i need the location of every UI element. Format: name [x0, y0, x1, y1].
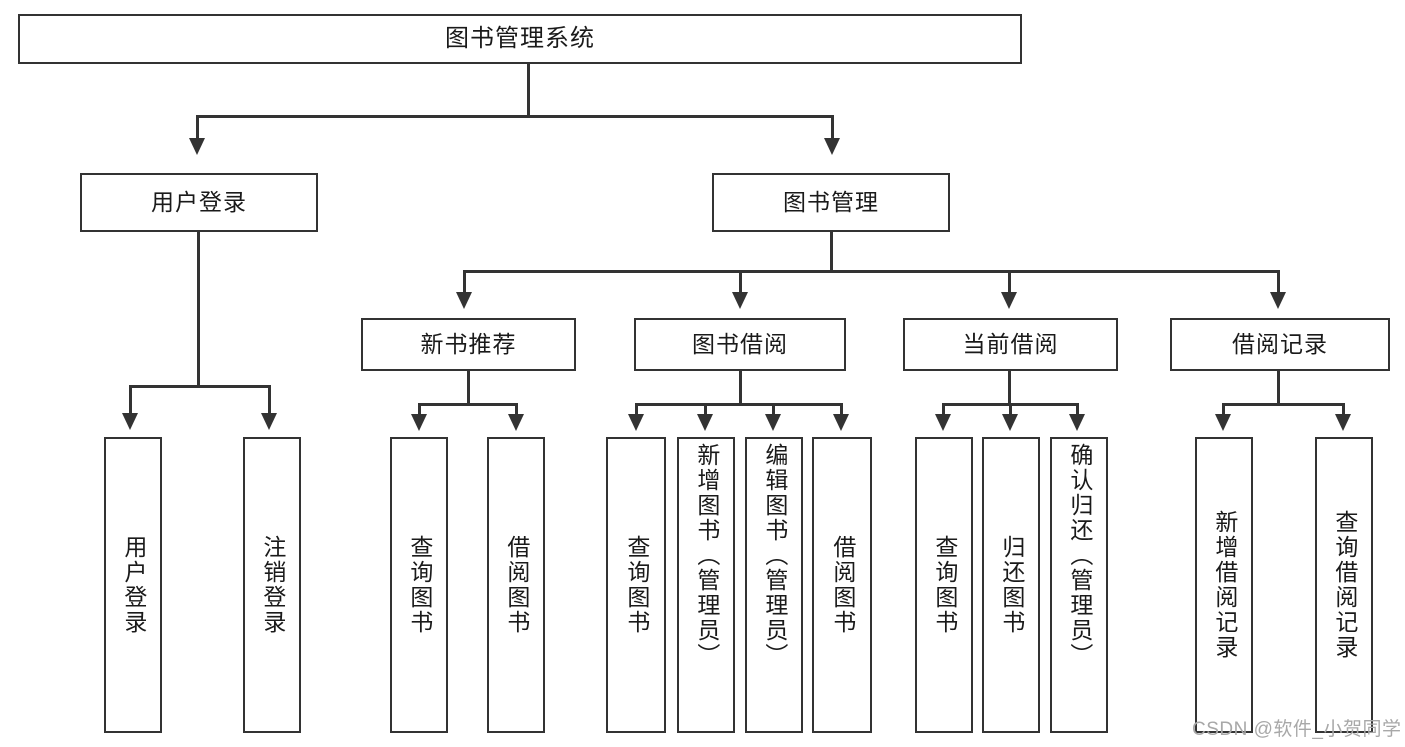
node-book-borrow[interactable]: 图书借阅	[634, 318, 846, 371]
arrow-to-leaf-query-book-2	[628, 414, 644, 431]
leaf-query-book-current[interactable]: 查询图书	[915, 437, 973, 733]
arrow-to-book-borrow	[732, 292, 748, 309]
leaf-user-login[interactable]: 用户登录	[104, 437, 162, 733]
node-borrow-record[interactable]: 借阅记录	[1170, 318, 1390, 371]
leaf-label: 查询借阅记录	[1331, 510, 1358, 660]
connector-borrow-record-right	[1342, 403, 1345, 417]
arrow-to-leaf-user-login	[122, 413, 138, 430]
node-root-system[interactable]: 图书管理系统	[18, 14, 1022, 64]
arrow-to-leaf-edit-book	[765, 414, 781, 431]
leaf-label: 查询图书	[931, 535, 958, 635]
connector-root-bus	[196, 115, 833, 118]
leaf-label: 确认归还（管理员）	[1066, 443, 1093, 668]
connector-current-borrow-stem	[1008, 371, 1011, 405]
arrow-to-leaf-query-book-3	[935, 414, 951, 431]
leaf-return-book[interactable]: 归还图书	[982, 437, 1040, 733]
connector-book-borrow-c2	[704, 403, 707, 417]
node-label: 图书借阅	[692, 330, 788, 357]
arrow-to-borrow-record	[1270, 292, 1286, 309]
leaf-label: 借阅图书	[503, 535, 530, 635]
node-label: 新书推荐	[420, 330, 517, 357]
arrow-to-leaf-add-record	[1215, 414, 1231, 431]
connector-user-login-stem	[197, 232, 200, 387]
connector-book-mgmt-stem	[830, 232, 833, 272]
node-user-login[interactable]: 用户登录	[80, 173, 318, 232]
connector-root-to-user-login	[196, 115, 199, 143]
leaf-query-book-recommend[interactable]: 查询图书	[390, 437, 448, 733]
leaf-label: 编辑图书（管理员）	[761, 443, 788, 668]
connector-book-mgmt-bus	[463, 270, 1277, 273]
connector-to-borrow-record	[1277, 270, 1280, 295]
connector-borrow-record-stem	[1277, 371, 1280, 405]
leaf-label: 查询图书	[623, 535, 650, 635]
arrow-to-leaf-borrow-book-2	[833, 414, 849, 431]
connector-book-borrow-c3	[772, 403, 775, 417]
leaf-logout[interactable]: 注销登录	[243, 437, 301, 733]
connector-new-book-right	[515, 403, 518, 417]
connector-to-current-borrow	[1008, 270, 1011, 295]
leaf-label: 归还图书	[998, 535, 1025, 635]
leaf-add-borrow-record[interactable]: 新增借阅记录	[1195, 437, 1253, 733]
arrow-to-leaf-add-book	[697, 414, 713, 431]
node-current-borrow[interactable]: 当前借阅	[903, 318, 1118, 371]
arrow-to-leaf-return-book	[1002, 414, 1018, 431]
connector-new-book-stem	[467, 371, 470, 405]
leaf-label: 注销登录	[259, 535, 286, 635]
leaf-edit-book-admin[interactable]: 编辑图书（管理员）	[745, 437, 803, 733]
connector-user-login-bus	[129, 385, 268, 388]
connector-new-book-left	[418, 403, 421, 417]
leaf-label: 借阅图书	[829, 535, 856, 635]
leaf-borrow-book-recommend[interactable]: 借阅图书	[487, 437, 545, 733]
connector-book-borrow-stem	[739, 371, 742, 405]
leaf-borrow-book[interactable]: 借阅图书	[812, 437, 872, 733]
connector-current-borrow-c3	[1076, 403, 1079, 417]
connector-book-borrow-bus	[635, 403, 842, 406]
connector-book-borrow-c1	[635, 403, 638, 417]
node-label: 用户登录	[151, 188, 247, 215]
arrow-to-current-borrow	[1001, 292, 1017, 309]
leaf-label: 用户登录	[120, 535, 147, 635]
node-label: 借阅记录	[1232, 330, 1328, 357]
leaf-add-book-admin[interactable]: 新增图书（管理员）	[677, 437, 735, 733]
connector-current-borrow-c1	[942, 403, 945, 417]
arrow-to-book-mgmt	[824, 138, 840, 155]
arrow-to-leaf-query-record	[1335, 414, 1351, 431]
arrow-to-new-book	[456, 292, 472, 309]
leaf-query-book-borrow[interactable]: 查询图书	[606, 437, 666, 733]
connector-borrow-record-left	[1222, 403, 1225, 417]
leaf-label: 新增借阅记录	[1211, 510, 1238, 660]
connector-new-book-bus	[418, 403, 517, 406]
node-label: 图书管理	[783, 188, 879, 215]
connector-to-new-book	[463, 270, 466, 295]
leaf-label: 新增图书（管理员）	[693, 443, 720, 668]
connector-user-login-right	[268, 385, 271, 417]
arrow-to-leaf-confirm-return	[1069, 414, 1085, 431]
leaf-query-borrow-record[interactable]: 查询借阅记录	[1315, 437, 1373, 733]
connector-root-stem	[527, 64, 530, 117]
node-label: 图书管理系统	[445, 24, 595, 52]
connector-borrow-record-bus	[1222, 403, 1344, 406]
node-new-book-recommend[interactable]: 新书推荐	[361, 318, 576, 371]
connector-current-borrow-c2	[1009, 403, 1012, 417]
leaf-confirm-return-admin[interactable]: 确认归还（管理员）	[1050, 437, 1108, 733]
connector-root-to-book-mgmt	[831, 115, 834, 143]
arrow-to-leaf-logout	[261, 413, 277, 430]
connector-user-login-left	[129, 385, 132, 417]
leaf-label: 查询图书	[406, 535, 433, 635]
arrow-to-leaf-query-book-1	[411, 414, 427, 431]
connector-to-book-borrow	[739, 270, 742, 295]
arrow-to-leaf-borrow-book-1	[508, 414, 524, 431]
connector-book-borrow-c4	[840, 403, 843, 417]
node-book-management[interactable]: 图书管理	[712, 173, 950, 232]
node-label: 当前借阅	[962, 330, 1059, 357]
csdn-watermark: CSDN @软件_小贺同学	[1192, 719, 1402, 740]
arrow-to-user-login	[189, 138, 205, 155]
